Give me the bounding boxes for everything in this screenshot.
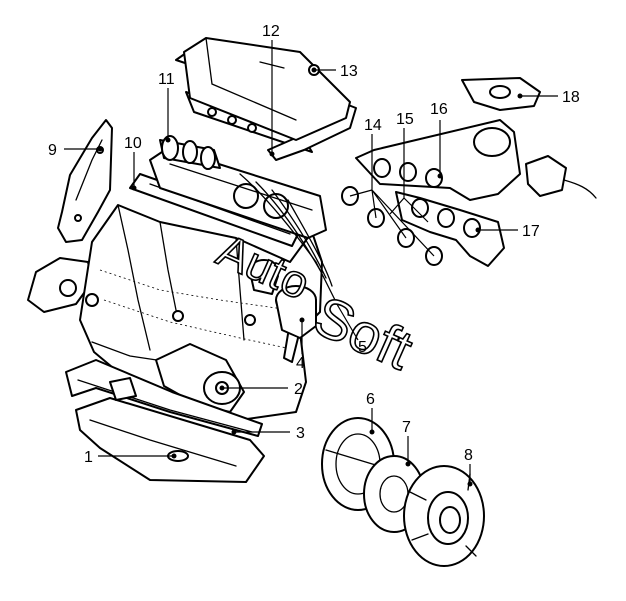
callout-11: 11 xyxy=(158,71,175,88)
ignition-wires xyxy=(239,173,339,307)
callout-16: 16 xyxy=(430,101,448,118)
crankshaft-pulley xyxy=(155,343,245,413)
leader-5 xyxy=(337,305,359,341)
clutch-pressure-plate xyxy=(403,465,485,567)
heat-shield xyxy=(461,77,541,111)
leader-14 xyxy=(349,134,435,257)
oil-pan xyxy=(75,377,265,483)
watermark-line2: Soft xyxy=(305,283,422,381)
callout-7: 7 xyxy=(402,419,411,436)
callout-2: 2 xyxy=(294,381,303,398)
cylinder-head-cover xyxy=(183,37,351,141)
callout-15: 15 xyxy=(396,111,414,128)
callout-5: 5 xyxy=(358,339,367,356)
leader-15 xyxy=(389,128,429,223)
callout-4: 4 xyxy=(296,355,305,372)
callout-6: 6 xyxy=(366,391,375,408)
callout-14: 14 xyxy=(364,117,382,134)
cylinder-block xyxy=(79,204,323,421)
callout-3: 3 xyxy=(296,425,305,442)
callout-17: 17 xyxy=(522,223,540,240)
callout-8: 8 xyxy=(464,447,473,464)
callout-18: 18 xyxy=(562,89,580,106)
callout-13: 13 xyxy=(340,63,358,80)
distributor xyxy=(249,259,317,363)
exhaust-manifold xyxy=(395,191,505,267)
callout-1: 1 xyxy=(84,449,93,466)
callout-9: 9 xyxy=(48,142,57,159)
callout-12: 12 xyxy=(262,23,280,40)
oil-pan-gasket xyxy=(65,359,263,437)
coolant-housing xyxy=(525,155,597,199)
intake-manifold xyxy=(355,119,521,201)
callout-10: 10 xyxy=(124,135,142,152)
